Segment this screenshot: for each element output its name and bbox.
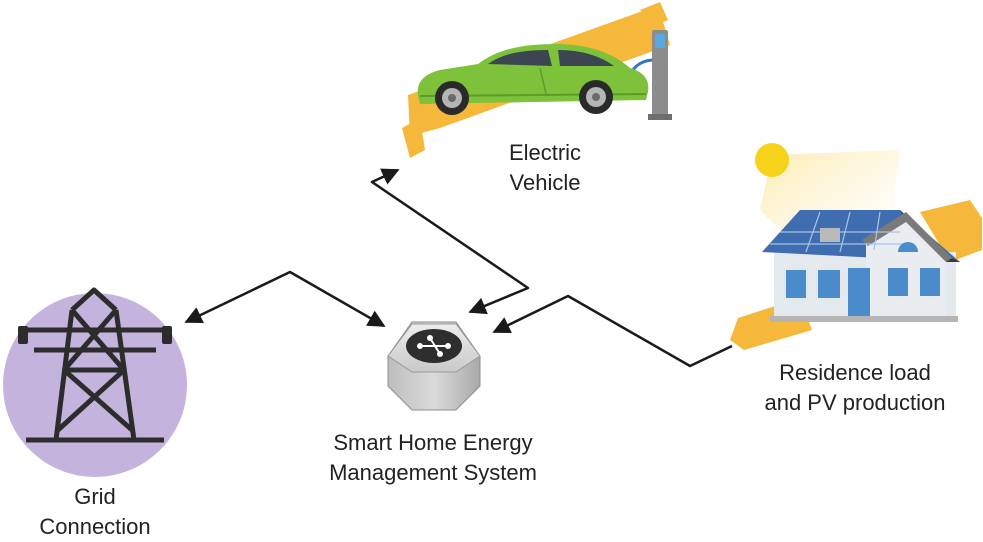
sun-icon: [755, 143, 789, 177]
electric-vehicle-label: Electric Vehicle: [470, 138, 620, 198]
residence-label-line1: Residence load: [779, 360, 931, 385]
hems-ev-arrow: [370, 168, 530, 315]
hems-node: [387, 321, 481, 411]
hems-grid-arrow: [184, 270, 386, 328]
residence-node: [730, 143, 982, 350]
insulator-icon: [18, 326, 172, 344]
electric-vehicle-label-line1: Electric: [508, 140, 582, 165]
grid-label-line1: Grid: [74, 484, 116, 509]
grid-label-line2: Connection: [39, 514, 151, 539]
residence-label-line2: and PV production: [764, 390, 946, 415]
house-with-solar-panels-icon: [762, 210, 960, 322]
electric-vehicle-node: [402, 2, 672, 158]
grid-circle: [3, 293, 187, 477]
residence-hems-arrow: [492, 294, 733, 368]
hems-label: Smart Home Energy Management System: [298, 428, 568, 488]
connectors: [184, 168, 733, 368]
hems-label-line2: Management System: [329, 460, 537, 485]
grid-node: [3, 287, 187, 477]
residence-label: Residence load and PV production: [735, 358, 975, 418]
electric-vehicle-label-line2: Vehicle: [509, 170, 581, 195]
grid-label: Grid Connection: [0, 482, 190, 542]
hems-label-line1: Smart Home Energy: [333, 430, 533, 455]
electric-car-icon: [417, 44, 649, 115]
hexagonal-controller-hub-icon: [387, 321, 481, 411]
transmission-tower-icon: [24, 287, 166, 443]
